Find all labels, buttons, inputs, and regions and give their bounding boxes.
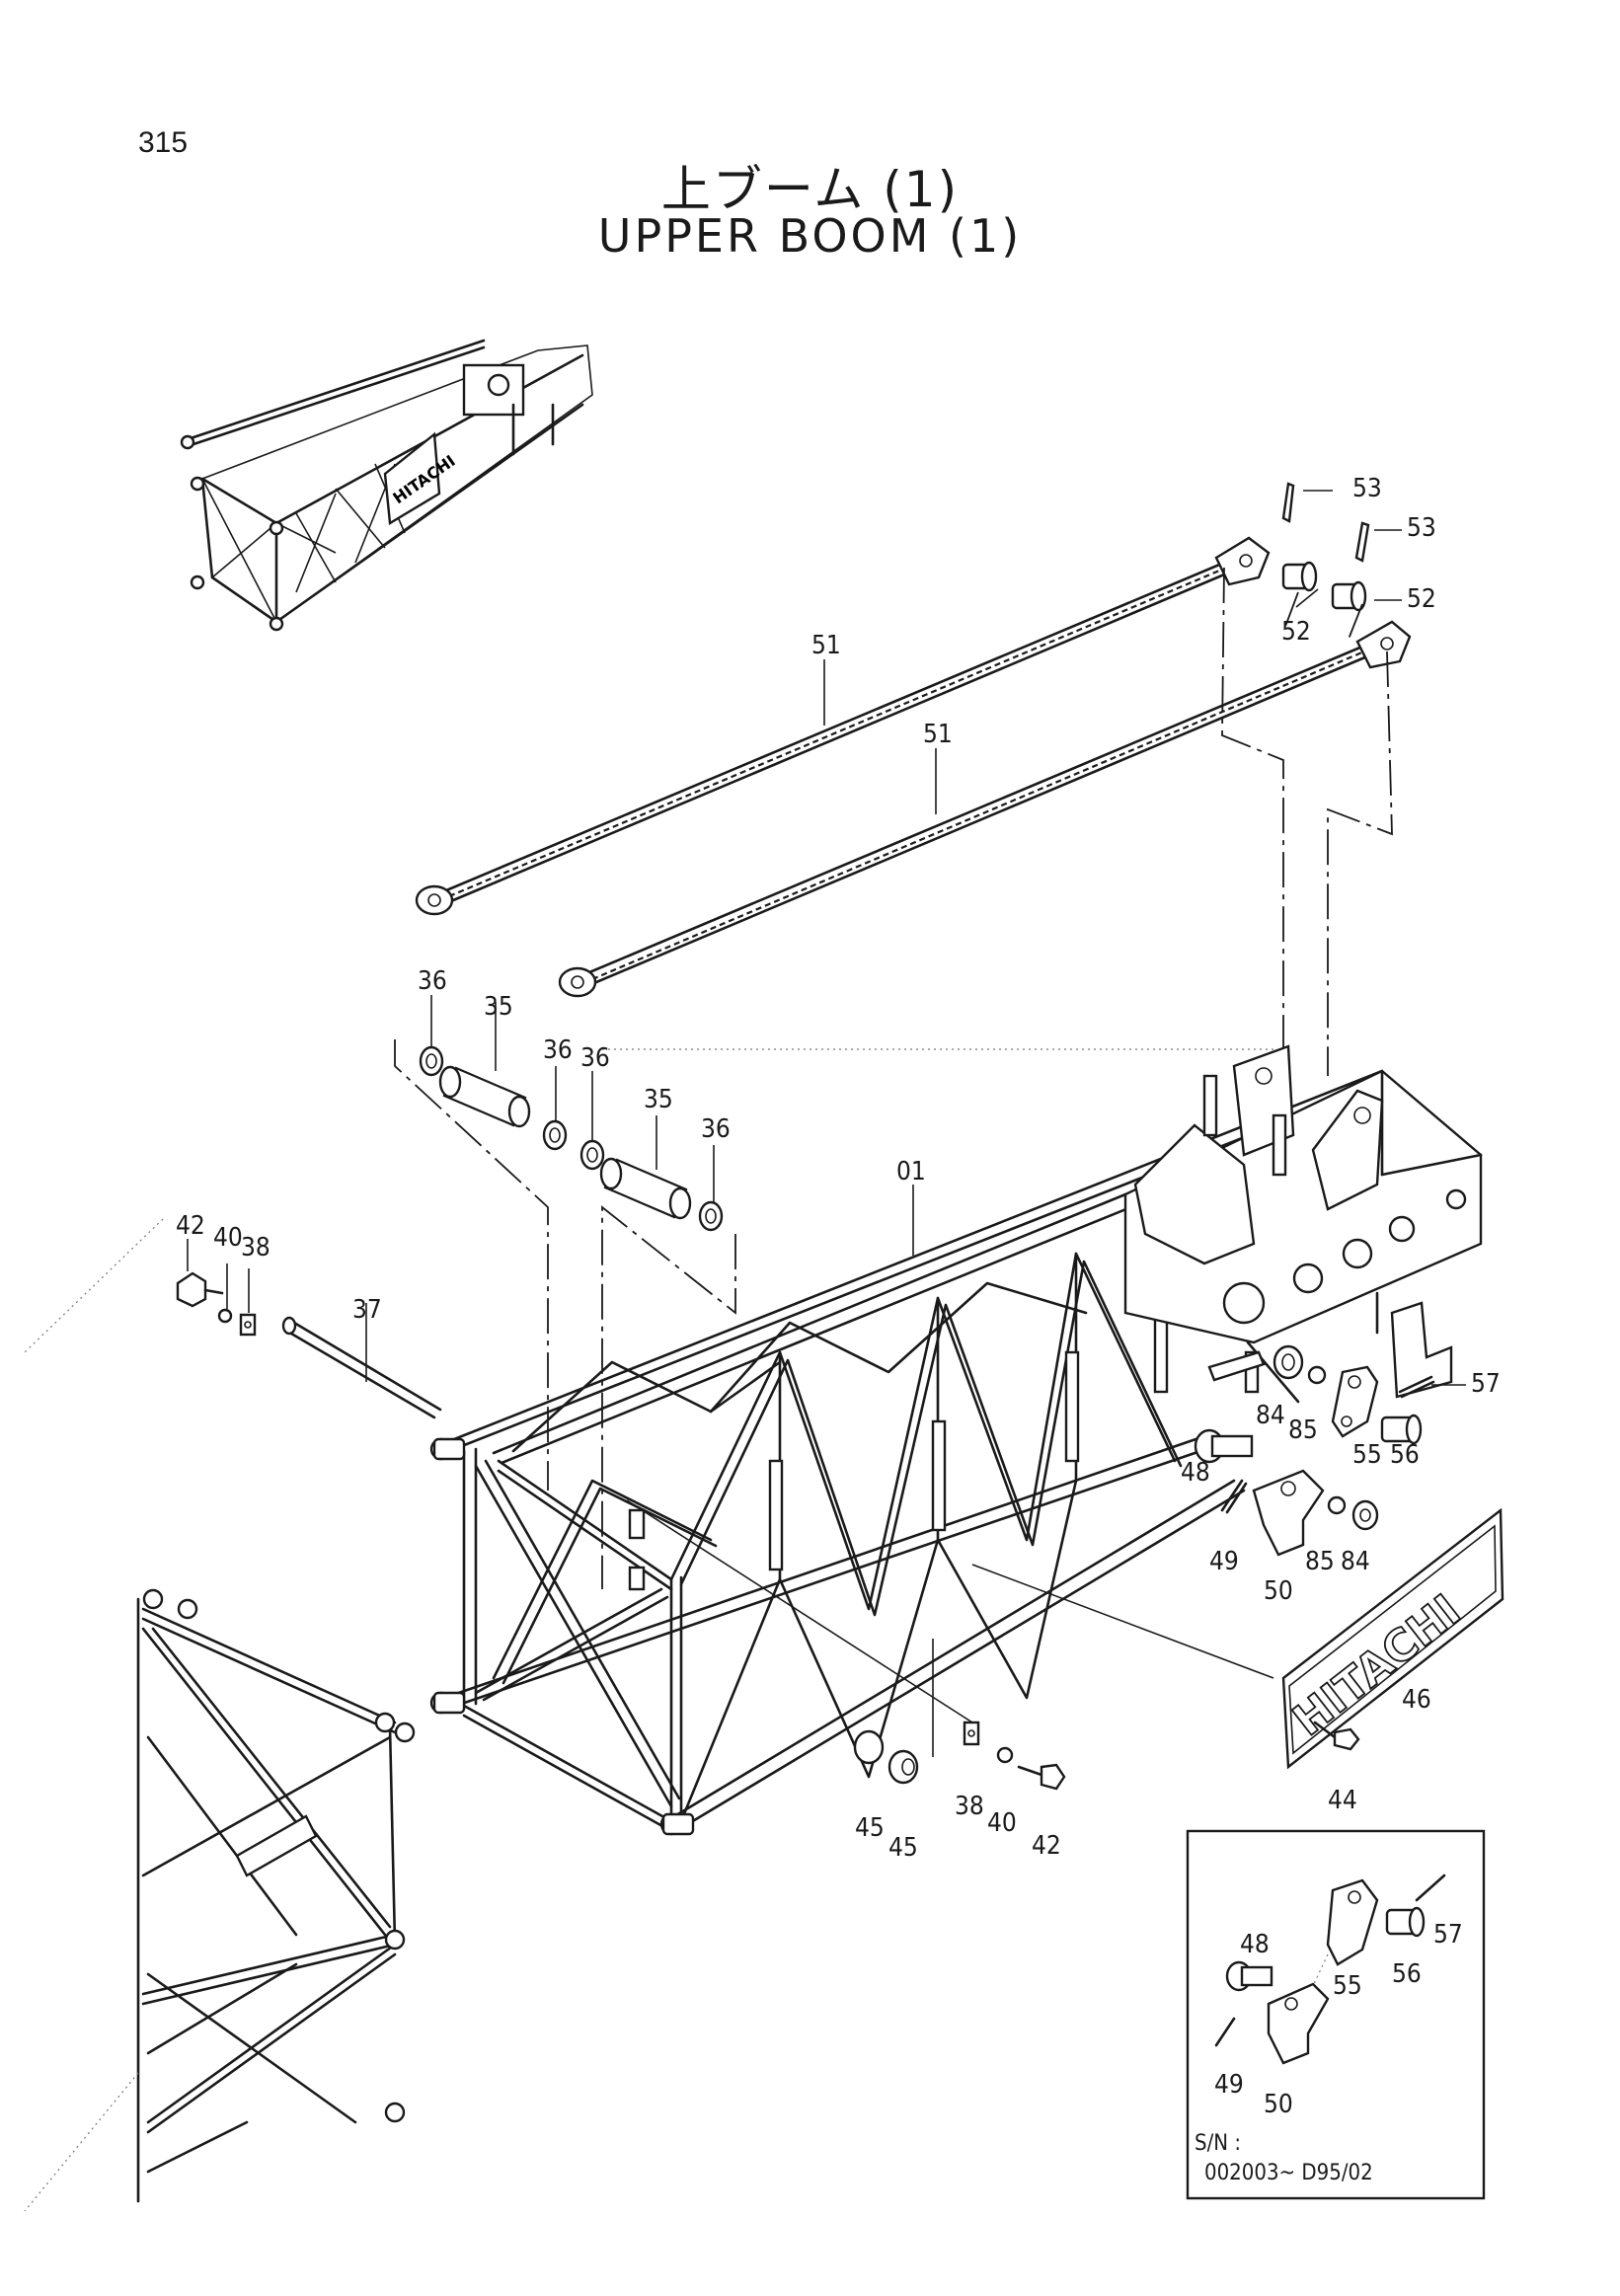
bolt-42-left	[176, 1271, 224, 1308]
label-35-b: 35	[644, 1085, 673, 1114]
inset-label-55: 55	[1333, 1971, 1362, 2001]
label-84-upper: 84	[1256, 1401, 1285, 1430]
label-53-upper: 53	[1352, 474, 1382, 503]
part-labels: 53 53 52 52 51 51 36 35 36 36 35 36 01 4…	[176, 474, 1501, 1863]
label-36-c: 36	[580, 1043, 610, 1073]
label-37: 37	[352, 1295, 382, 1325]
label-44: 44	[1328, 1786, 1357, 1815]
label-84-lower: 84	[1341, 1547, 1370, 1576]
nut-45-a	[853, 1729, 885, 1765]
roller-35-b	[599, 1157, 692, 1220]
label-36-d: 36	[701, 1114, 731, 1144]
label-42-right: 42	[1032, 1831, 1061, 1861]
inset-bolt-48	[1225, 1960, 1273, 1992]
washer-40-left	[217, 1308, 233, 1324]
washer-40-right	[996, 1746, 1014, 1764]
inset-label-49: 49	[1214, 2070, 1244, 2100]
label-36-a: 36	[418, 966, 447, 996]
label-45-a: 45	[855, 1813, 885, 1843]
pin-52-upper	[1281, 561, 1318, 592]
bushing-84-lower	[1351, 1499, 1379, 1531]
label-38-left: 38	[241, 1233, 270, 1263]
inset-pin-56	[1385, 1906, 1426, 1938]
label-57: 57	[1471, 1369, 1501, 1399]
label-55: 55	[1352, 1440, 1382, 1470]
inset-bracket-50	[1267, 1982, 1330, 2065]
pin-56	[1380, 1414, 1423, 1445]
label-85-upper: 85	[1288, 1416, 1318, 1445]
inset-serial-range: 002003~ D95/02	[1204, 2161, 1373, 2185]
pendant-cable-51-upper	[415, 536, 1271, 916]
label-42-left: 42	[176, 1211, 205, 1241]
label-36-b: 36	[543, 1035, 573, 1065]
serial-variant-inset: 48 57 56 55 49 50 S/N : 002003~ D95/02	[1186, 1829, 1486, 2200]
upper-boom-01	[429, 1044, 1483, 1836]
bolt-48	[1194, 1428, 1254, 1464]
pin-37	[281, 1316, 442, 1419]
roller-35-a	[438, 1065, 531, 1128]
label-48: 48	[1181, 1458, 1210, 1488]
cotter-pin-53-lower	[1354, 521, 1370, 563]
leader-lines	[187, 490, 1466, 1386]
label-35-a: 35	[484, 992, 513, 1022]
lower-boom-section	[24, 1588, 416, 2212]
label-40-left: 40	[213, 1223, 243, 1253]
bushing-84-upper	[1273, 1344, 1304, 1380]
label-85-lower: 85	[1305, 1547, 1335, 1576]
label-40-right: 40	[987, 1808, 1017, 1838]
inset-label-56: 56	[1392, 1959, 1422, 1989]
label-50: 50	[1264, 1576, 1293, 1606]
cotter-pin-53-upper	[1281, 482, 1295, 523]
pin-52-lower	[1331, 580, 1367, 612]
spacer-36-b	[542, 1119, 568, 1151]
overview-thumbnail: HITACHI	[180, 339, 593, 632]
inset-link-55	[1326, 1878, 1379, 1966]
label-52-right: 52	[1407, 584, 1436, 614]
label-53-lower: 53	[1407, 513, 1436, 543]
washer-85-lower	[1327, 1495, 1347, 1515]
washer-85-upper	[1307, 1365, 1327, 1385]
label-49: 49	[1209, 1547, 1239, 1576]
label-51-upper: 51	[811, 631, 841, 660]
pendant-cable-51-lower	[558, 620, 1412, 998]
label-01: 01	[896, 1157, 926, 1186]
nut-45-b	[887, 1749, 919, 1785]
bolt-42-right	[1017, 1763, 1066, 1791]
cotter-pin-57	[1398, 1375, 1435, 1399]
inset-label-57: 57	[1433, 1920, 1463, 1950]
spacer-36-d	[698, 1200, 724, 1232]
label-51-lower: 51	[923, 720, 953, 749]
spacer-36-c	[579, 1139, 605, 1171]
inset-pin-49	[1214, 2017, 1236, 2047]
plate-38-right	[963, 1721, 980, 1746]
inset-label-50: 50	[1264, 2090, 1293, 2119]
inset-label-48: 48	[1240, 1930, 1270, 1959]
label-38-right: 38	[955, 1792, 984, 1821]
spacer-36-a	[419, 1045, 444, 1077]
title-japanese: 上ブーム (1)	[660, 161, 960, 218]
label-46: 46	[1402, 1685, 1431, 1715]
label-52-left: 52	[1281, 617, 1311, 647]
inset-serial-label: S/N :	[1195, 2131, 1241, 2156]
plate-38-left	[239, 1313, 257, 1337]
pin-49	[1220, 1479, 1248, 1514]
bolt-44	[1313, 1721, 1360, 1751]
title-english: UPPER BOOM (1)	[597, 209, 1023, 263]
link-55	[1331, 1365, 1379, 1438]
label-45-b: 45	[888, 1833, 918, 1863]
page-number: 315	[138, 126, 189, 159]
label-56: 56	[1390, 1440, 1420, 1470]
bracket-50	[1252, 1469, 1325, 1557]
inset-cotter-pin-57	[1415, 1874, 1446, 1902]
